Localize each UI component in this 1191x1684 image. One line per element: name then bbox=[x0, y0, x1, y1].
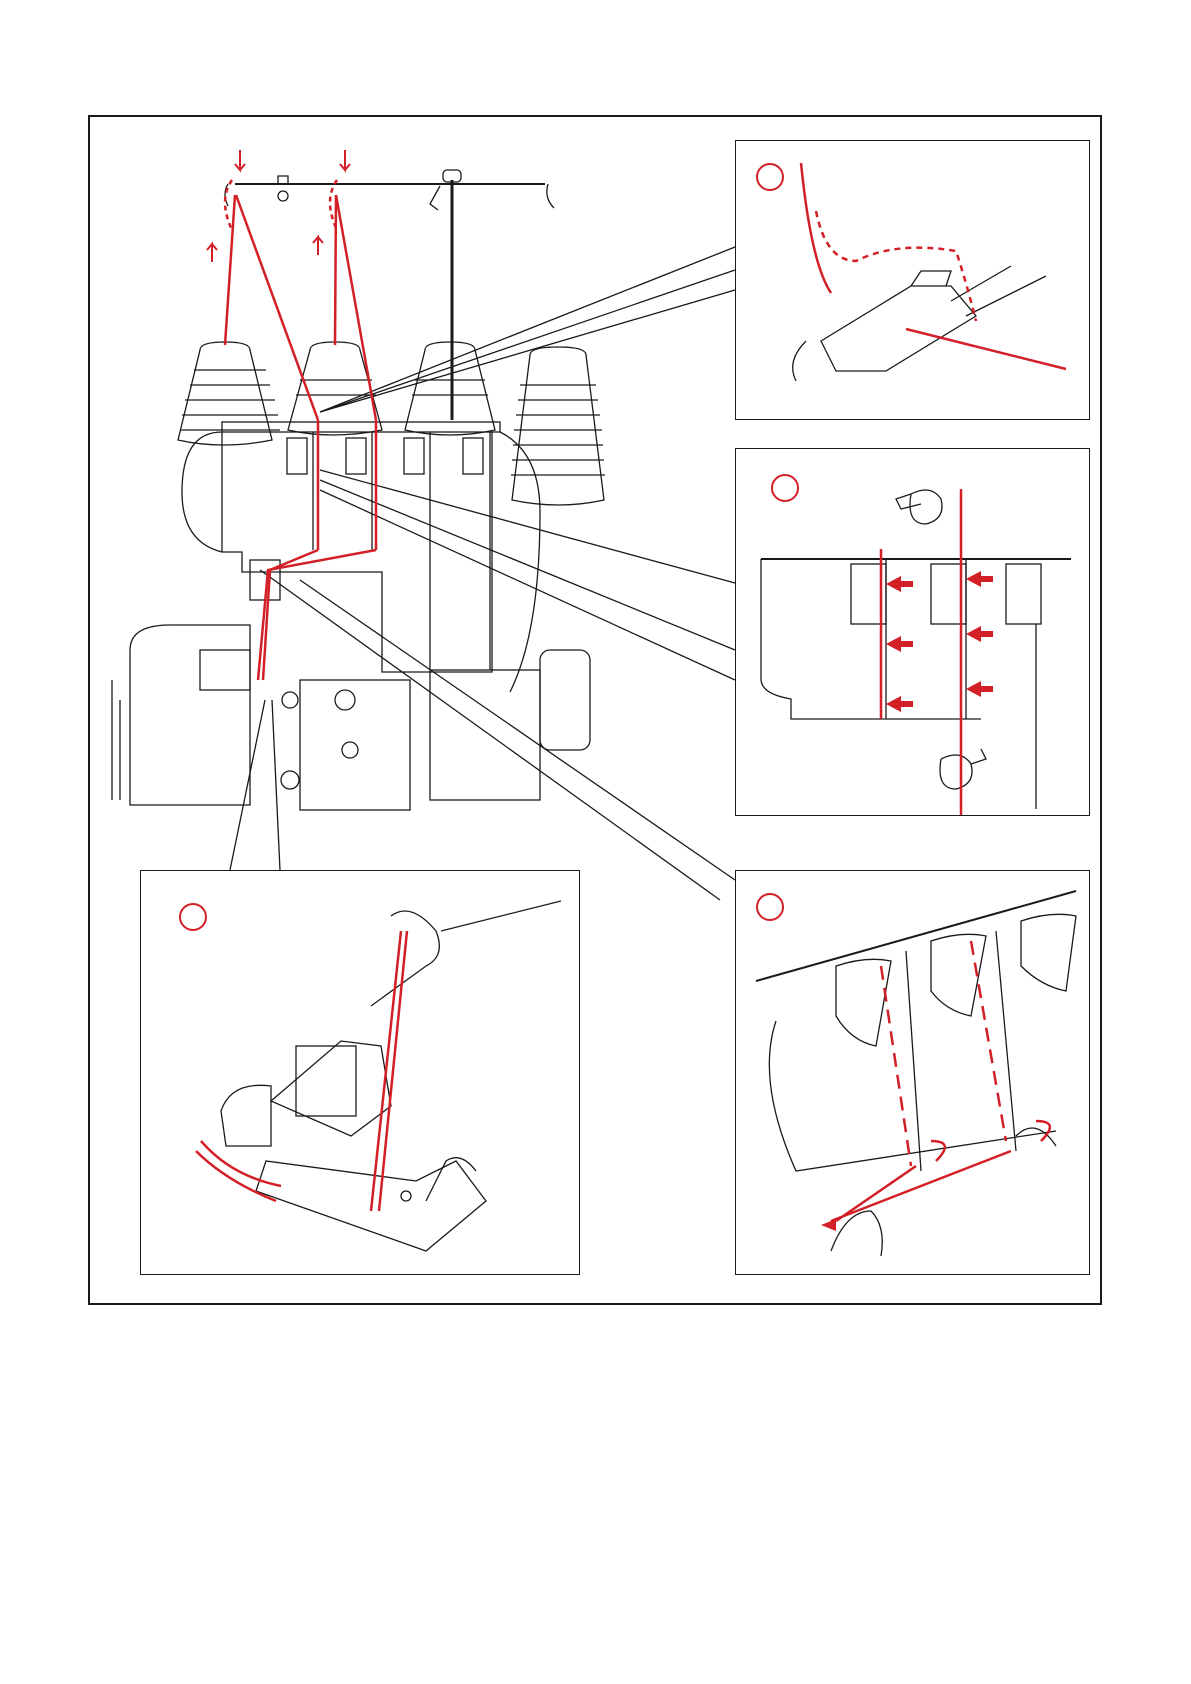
tension-dial bbox=[1006, 564, 1041, 624]
tension-dial bbox=[287, 438, 307, 474]
thread-path bbox=[336, 195, 376, 420]
detail-panel-top-right bbox=[735, 140, 1090, 420]
thread-path bbox=[371, 931, 401, 1211]
spool-cone-icon bbox=[288, 342, 382, 435]
thread-path bbox=[801, 163, 831, 293]
spool-cone-icon bbox=[405, 342, 495, 435]
direction-arrow-icon bbox=[207, 150, 350, 262]
looper-detail-illustration bbox=[141, 871, 580, 1275]
thread-path bbox=[258, 550, 376, 680]
leader-line bbox=[320, 247, 735, 412]
thread-path bbox=[201, 1141, 281, 1186]
antenna-hook-right bbox=[547, 184, 554, 208]
thread-guide-icon bbox=[736, 141, 1090, 420]
antenna-hook-left bbox=[225, 184, 228, 206]
thread-path bbox=[881, 966, 911, 1166]
detail-panel-bottom-left bbox=[140, 870, 580, 1275]
leader-line bbox=[320, 270, 735, 412]
tension-dial bbox=[463, 438, 483, 474]
hand-pinch-icon bbox=[940, 749, 986, 789]
spool-cone-icon bbox=[178, 342, 280, 445]
machine-lower-outline bbox=[130, 625, 250, 805]
direction-arrow-icon bbox=[886, 571, 993, 712]
antenna-screw bbox=[278, 191, 288, 201]
leader-line bbox=[230, 700, 265, 870]
detail-panel-middle-right bbox=[735, 448, 1090, 816]
thread-path bbox=[379, 931, 407, 1211]
hand-pinch-icon bbox=[896, 490, 942, 524]
gear-icon bbox=[335, 690, 355, 710]
thread-path bbox=[236, 195, 318, 420]
detail-panel-bottom-right bbox=[735, 870, 1090, 1275]
thread-guide-detail-illustration bbox=[736, 871, 1090, 1275]
tension-dial bbox=[404, 438, 424, 474]
thread-path bbox=[906, 329, 1066, 369]
thread-path bbox=[971, 941, 1006, 1141]
tension-detail-illustration bbox=[736, 449, 1090, 816]
leader-line bbox=[272, 700, 280, 870]
tension-dial bbox=[346, 438, 366, 474]
tension-dial bbox=[1021, 914, 1076, 991]
leader-line bbox=[300, 580, 735, 880]
leader-line bbox=[320, 470, 735, 583]
leader-line bbox=[320, 290, 735, 412]
spool-cone-icon bbox=[511, 347, 605, 505]
thread-path bbox=[335, 195, 336, 345]
screw-icon bbox=[401, 1191, 411, 1201]
